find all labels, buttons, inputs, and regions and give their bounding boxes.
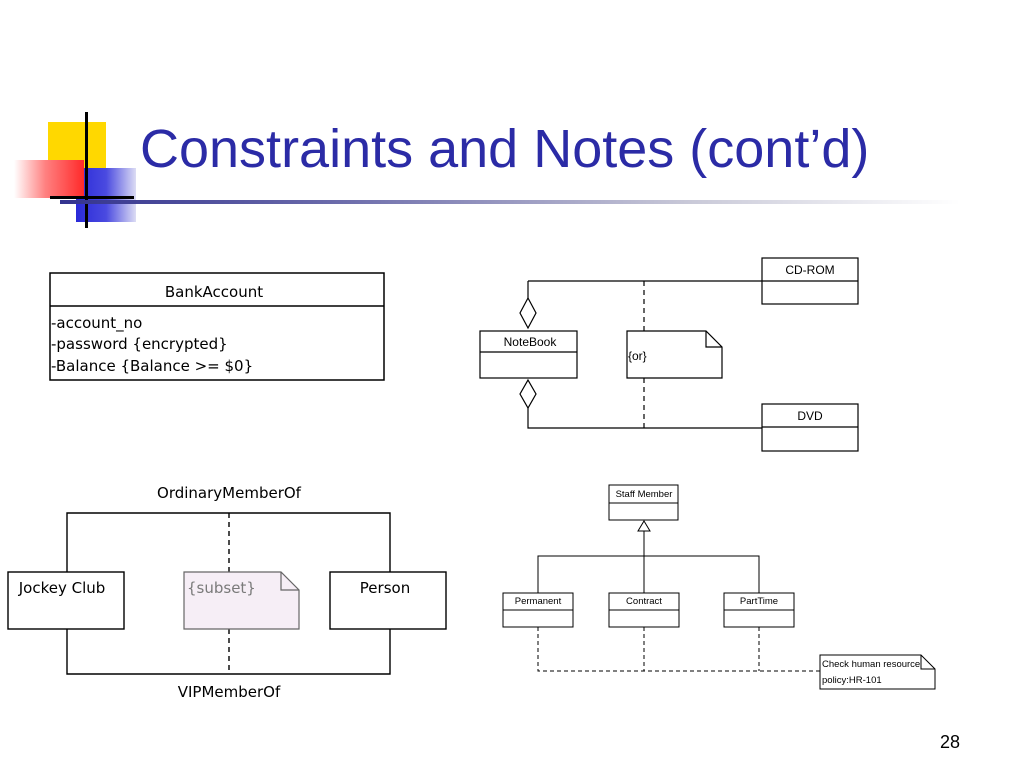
deco-vertical-line <box>85 112 88 228</box>
person-name: Person <box>360 579 410 597</box>
or-note-text: {or} <box>628 349 647 363</box>
slide-title: Constraints and Notes (cont’d) <box>140 119 870 179</box>
generalization-triangle <box>637 520 651 532</box>
bank-account-name: BankAccount <box>165 283 263 301</box>
subset-constraint-diagram <box>7 512 447 675</box>
staff-diagram <box>502 484 936 690</box>
subset-note <box>183 571 300 630</box>
title-underline <box>60 200 960 204</box>
generalization-branch <box>537 555 760 593</box>
notebook-name: NoteBook <box>504 335 558 349</box>
contract-class <box>608 592 680 628</box>
bank-account-attr-3: -Balance {Balance >= $0} <box>51 357 253 375</box>
vip-member-label: VIPMemberOf <box>178 683 281 701</box>
contract-name: Contract <box>626 596 662 607</box>
deco-horizontal-line <box>50 196 134 199</box>
dvd-name: DVD <box>797 409 823 423</box>
aggregation-diamond-bottom <box>519 378 537 410</box>
staff-member-name: Staff Member <box>616 489 673 500</box>
page-number: 28 <box>940 732 961 752</box>
ordinary-member-label: OrdinaryMemberOf <box>157 484 302 502</box>
deco-red-square <box>14 160 84 198</box>
permanent-name: Permanent <box>515 596 562 607</box>
dvd-association <box>527 408 762 429</box>
hr-policy-note <box>819 654 936 690</box>
bank-account-attr-2: -password {encrypted} <box>51 335 228 353</box>
jockey-club-class <box>7 571 125 630</box>
notebook-class <box>479 330 578 379</box>
vip-member-association <box>66 629 391 675</box>
parttime-name: PartTime <box>740 596 778 607</box>
note-dash-permanent <box>537 627 820 672</box>
person-class <box>329 571 447 630</box>
hr-note-line-2: policy:HR-101 <box>822 675 882 686</box>
or-note <box>626 330 723 379</box>
jockey-club-name: Jockey Club <box>18 579 106 597</box>
aggregation-diamond-top <box>519 296 537 330</box>
cdrom-class <box>761 257 859 305</box>
dvd-class <box>761 403 859 452</box>
hr-note-line-1: Check human resource <box>822 659 920 670</box>
cdrom-name: CD-ROM <box>785 263 834 277</box>
or-constraint-diagram <box>479 257 859 452</box>
staff-member-class <box>608 484 679 521</box>
bank-account-attr-1: -account_no <box>51 314 142 333</box>
subset-note-text: {subset} <box>187 579 256 597</box>
bank-account-class: BankAccount -account_no -password {encry… <box>49 272 385 381</box>
